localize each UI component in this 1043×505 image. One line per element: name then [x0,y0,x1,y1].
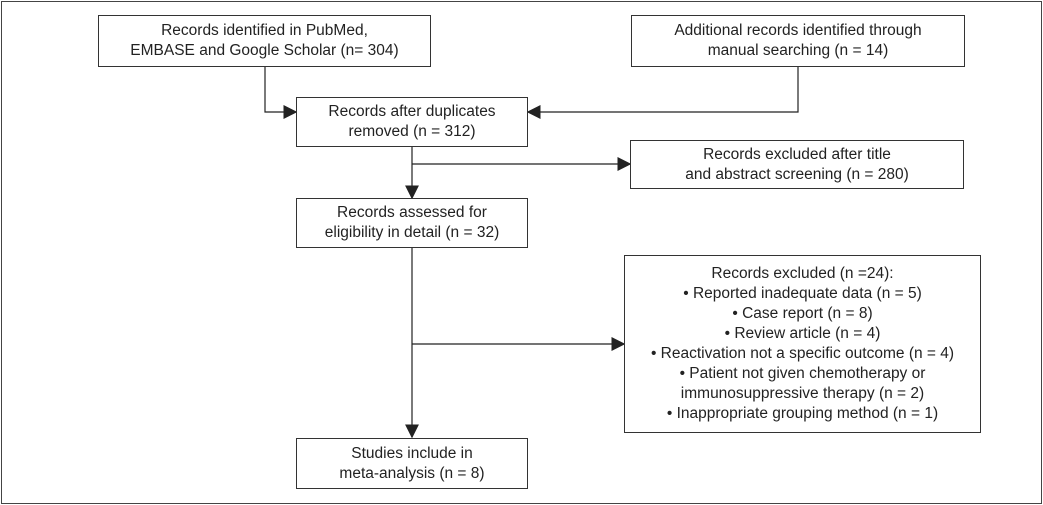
excluded-reason-item: • Reactivation not a specific outcome (n… [650,345,955,362]
excluded-title-line2: and abstract screening (n = 280) [685,165,909,183]
included-studies-box: Studies include in meta-analysis (n = 8) [296,438,528,489]
excluded-reason-item: • Patient not given chemotherapy or [679,365,926,382]
excluded-reason-item: • Inappropriate grouping method (n = 1) [666,405,939,422]
after-duplicates-box: Records after duplicates removed (n = 31… [296,97,528,147]
excluded-reason-item: immunosuppressive therapy (n = 2) [680,385,925,402]
records-identified-line2: EMBASE and Google Scholar (n= 304) [130,42,399,59]
records-identified-line1: Records identified in PubMed, [161,22,368,39]
arrow-additional-to-duplicates [526,66,799,119]
included-studies-line1: Studies include in [351,444,473,462]
additional-records-line1: Additional records identified through [674,22,922,39]
arrow-identified-to-duplicates [264,66,298,119]
additional-records-box: Additional records identified through ma… [631,15,965,67]
after-duplicates-line2: removed (n = 312) [348,123,476,140]
excluded-title-line1: Records excluded after title [703,145,891,163]
excluded-reason-item: • Reported inadequate data (n = 5) [683,285,922,302]
additional-records-line2: manual searching (n = 14) [707,42,889,59]
assessed-line2: eligibility in detail (n = 32) [324,224,500,241]
records-identified-box: Records identified in PubMed, EMBASE and… [98,15,431,67]
included-studies-line2: meta-analysis (n = 8) [339,464,485,482]
after-duplicates-line1: Records after duplicates [328,103,496,120]
assessed-box: Records assessed for eligibility in deta… [296,198,528,248]
assessed-line1: Records assessed for [337,204,487,221]
excluded-detail-heading: Records excluded (n =24): [711,265,894,282]
excluded-reason-item: • Review article (n = 4) [724,325,881,342]
excluded-detail-box: Records excluded (n =24): • Reported ina… [624,255,981,433]
excluded-title-box: Records excluded after title and abstrac… [630,140,964,189]
excluded-reason-item: • Case report (n = 8) [732,305,873,322]
